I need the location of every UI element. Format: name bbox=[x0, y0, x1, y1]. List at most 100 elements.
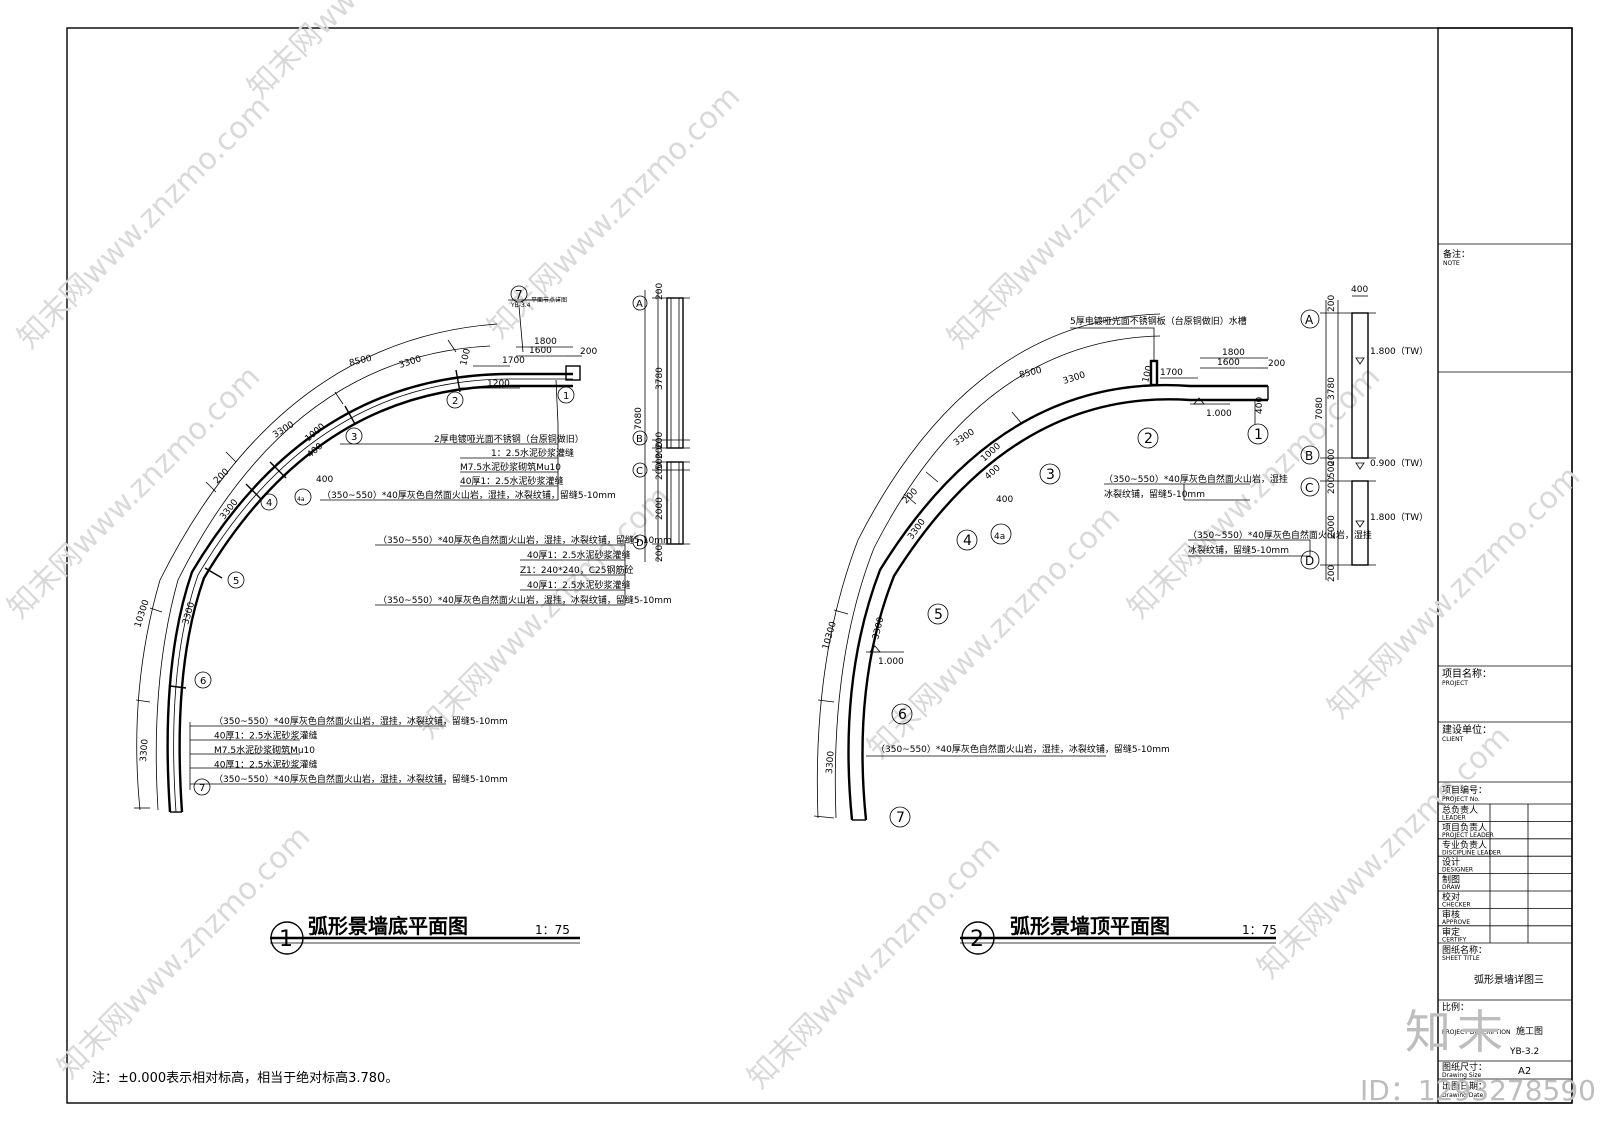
section-dimension: 200 bbox=[655, 442, 665, 459]
top-note: 5厚电镀哑光面不锈钢板（台原铜做旧）水槽 bbox=[1070, 315, 1247, 327]
axis-marker-circle bbox=[227, 571, 245, 589]
sheet-title-label: 图纸名称： bbox=[1442, 944, 1487, 956]
dimension-arc-inner bbox=[155, 345, 491, 811]
axis-marker-label: 4 bbox=[266, 498, 272, 509]
outer-dimension: 3300 bbox=[825, 750, 837, 774]
top-dimension: 1600 bbox=[1217, 358, 1240, 368]
drawing-number-1: 1 bbox=[279, 927, 293, 952]
role-label: 制图 bbox=[1442, 874, 1460, 886]
section-dimension: 200 bbox=[1327, 449, 1337, 466]
top-dimension: 200 bbox=[580, 347, 597, 357]
role-label: 校对 bbox=[1442, 891, 1460, 903]
role-label-en: DRAW bbox=[1442, 884, 1460, 891]
section-strip-2 bbox=[1320, 295, 1376, 580]
title-block: 备注： NOTE 项目名称： PROJECT 建设单位： CLIENT 项目编号… bbox=[1438, 243, 1572, 1099]
section-dimension: 200 bbox=[1327, 477, 1337, 494]
axis-marker-label: 7 bbox=[199, 783, 205, 794]
note-label: 备注： bbox=[1443, 248, 1470, 260]
watermark-logo: 知末 bbox=[1405, 1005, 1509, 1059]
wall-core-line bbox=[173, 378, 573, 813]
note-line: （350~550）*40厚灰色自然面火山岩，湿挂，冰裂纹铺，留缝5-10mm bbox=[214, 715, 508, 727]
role-label: 项目负责人 bbox=[1442, 821, 1487, 833]
grid-bubble bbox=[632, 295, 648, 311]
axis-marker-circle bbox=[446, 391, 464, 409]
date-label: 出图日期： bbox=[1442, 1080, 1487, 1092]
top-dimension: 200 bbox=[1268, 359, 1285, 369]
note-line: 1：2.5水泥砂浆灌缝 bbox=[491, 447, 574, 459]
section-dimension: 500 bbox=[1327, 461, 1337, 478]
top-dimension: 1600 bbox=[529, 346, 552, 356]
drawing-scale-2: 1：75 bbox=[1242, 923, 1277, 937]
note-line: （350~550）*40厚灰色自然面火山岩，湿挂 bbox=[1104, 473, 1288, 485]
grid-label: A bbox=[1305, 313, 1314, 327]
note-line: 冰裂纹铺，留缝5-10mm bbox=[1188, 544, 1289, 556]
note-line: 40厚1：2.5水泥砂浆灌缝 bbox=[460, 475, 564, 487]
grid-bubble bbox=[632, 534, 648, 550]
axis-marker-label: 5 bbox=[233, 576, 239, 587]
plan-drawing-2: 8500 3300 3300 200 3300 10300 3300 3300 … bbox=[813, 285, 1428, 955]
top-dimension: 1700 bbox=[1160, 368, 1183, 378]
note-line: M7.5水泥砂浆砌筑Mu10 bbox=[460, 461, 561, 473]
notes-group-c: （350~550）*40厚灰色自然面火山岩，湿挂，冰裂纹铺，留缝5-10mm40… bbox=[214, 715, 508, 785]
watermark-text: 知末网www.znzmo.com bbox=[411, 479, 677, 745]
outer-dimension: 3300 bbox=[906, 517, 928, 542]
axis-marker-label: 4a bbox=[994, 532, 1005, 542]
outer-dimension: 3300 bbox=[139, 738, 151, 762]
grid-label: D bbox=[636, 538, 644, 549]
note-line: 2厚电镀哑光面不锈钢（台原铜做旧） bbox=[434, 433, 584, 445]
sheet-number: YB-3.2 bbox=[1509, 1047, 1539, 1057]
wall-joints bbox=[169, 369, 461, 689]
role-label-en: CHECKER bbox=[1442, 902, 1471, 909]
client-label-en: CLIENT bbox=[1442, 736, 1464, 743]
note-line: Z1：240*240，C25钢筋砼 bbox=[520, 564, 634, 576]
axis-marker-label: 1 bbox=[563, 391, 569, 402]
axis-marker-label: 4 bbox=[963, 533, 972, 549]
outer-dimension: 3300 bbox=[271, 420, 296, 441]
project-label-en: PROJECT bbox=[1442, 680, 1468, 687]
watermark-text: 知末网www.znzmo.com bbox=[741, 829, 1007, 1095]
project-no-label-en: PROJECT No. bbox=[1442, 796, 1480, 803]
section-level-3: 1.800（TW） bbox=[1370, 512, 1428, 523]
note-line: M7.5水泥砂浆砌筑Mu10 bbox=[214, 744, 315, 756]
section-dimension: 500 bbox=[655, 453, 665, 470]
note-line: 冰裂纹铺，留缝5-10mm bbox=[1104, 488, 1205, 500]
outer-dimension: 200 bbox=[212, 467, 232, 486]
top-dimension: 1200 bbox=[487, 379, 510, 389]
grid-bubble bbox=[1300, 309, 1320, 329]
role-label: 设计 bbox=[1442, 856, 1460, 868]
role-label-en: DESIGNER bbox=[1442, 867, 1473, 874]
axis-marker-circle bbox=[193, 778, 211, 796]
drawing-scale-1: 1：75 bbox=[535, 923, 570, 937]
size-value: A2 bbox=[1518, 1066, 1531, 1077]
axis-marker-label: 2 bbox=[1144, 431, 1153, 447]
plan-drawing-1: 8500 3300 3300 200 3300 10300 3300 3300 … bbox=[133, 283, 690, 955]
outer-dimension: 3300 bbox=[1062, 370, 1087, 387]
level-mark-1: 1.000 bbox=[1206, 409, 1232, 419]
top-dimension: 100 bbox=[459, 347, 473, 366]
dimension2-arc-outer bbox=[816, 313, 1161, 819]
axis-marker-circle bbox=[990, 523, 1012, 545]
detail-callout-sheet: YB-3.4 bbox=[510, 302, 531, 309]
dimension2-arc-inner bbox=[834, 335, 1161, 819]
section-level-1: 1.800（TW） bbox=[1370, 346, 1428, 357]
watermark-text: 知末网www.znzmo.com bbox=[11, 89, 277, 355]
grid-bubble bbox=[1300, 477, 1320, 497]
grid-label: A bbox=[636, 299, 643, 310]
end-column bbox=[565, 365, 581, 381]
axis-marker-circle bbox=[294, 488, 312, 506]
drawing-title-1: 弧形景墙底平面图 bbox=[308, 914, 468, 938]
role-label-en: DISCIPLINE LEADER bbox=[1442, 849, 1501, 856]
note-line: （350~550）*40厚灰色自然面火山岩，湿挂，冰裂纹铺，留缝5-10mm bbox=[322, 489, 616, 501]
watermark-text: 知末网www.znzmo.com bbox=[1, 359, 267, 625]
note-line: （350~550）*40厚灰色自然面火山岩，湿挂，冰裂纹铺，留缝5-10mm bbox=[214, 773, 508, 785]
top-dimension: 100 bbox=[1141, 364, 1155, 383]
grid-label: D bbox=[1305, 554, 1314, 568]
axis-marker-label: 3 bbox=[1046, 467, 1055, 483]
section-dimension: 200 bbox=[655, 283, 665, 300]
grid-bubble bbox=[1300, 445, 1320, 465]
role-label: 审定 bbox=[1442, 926, 1460, 938]
